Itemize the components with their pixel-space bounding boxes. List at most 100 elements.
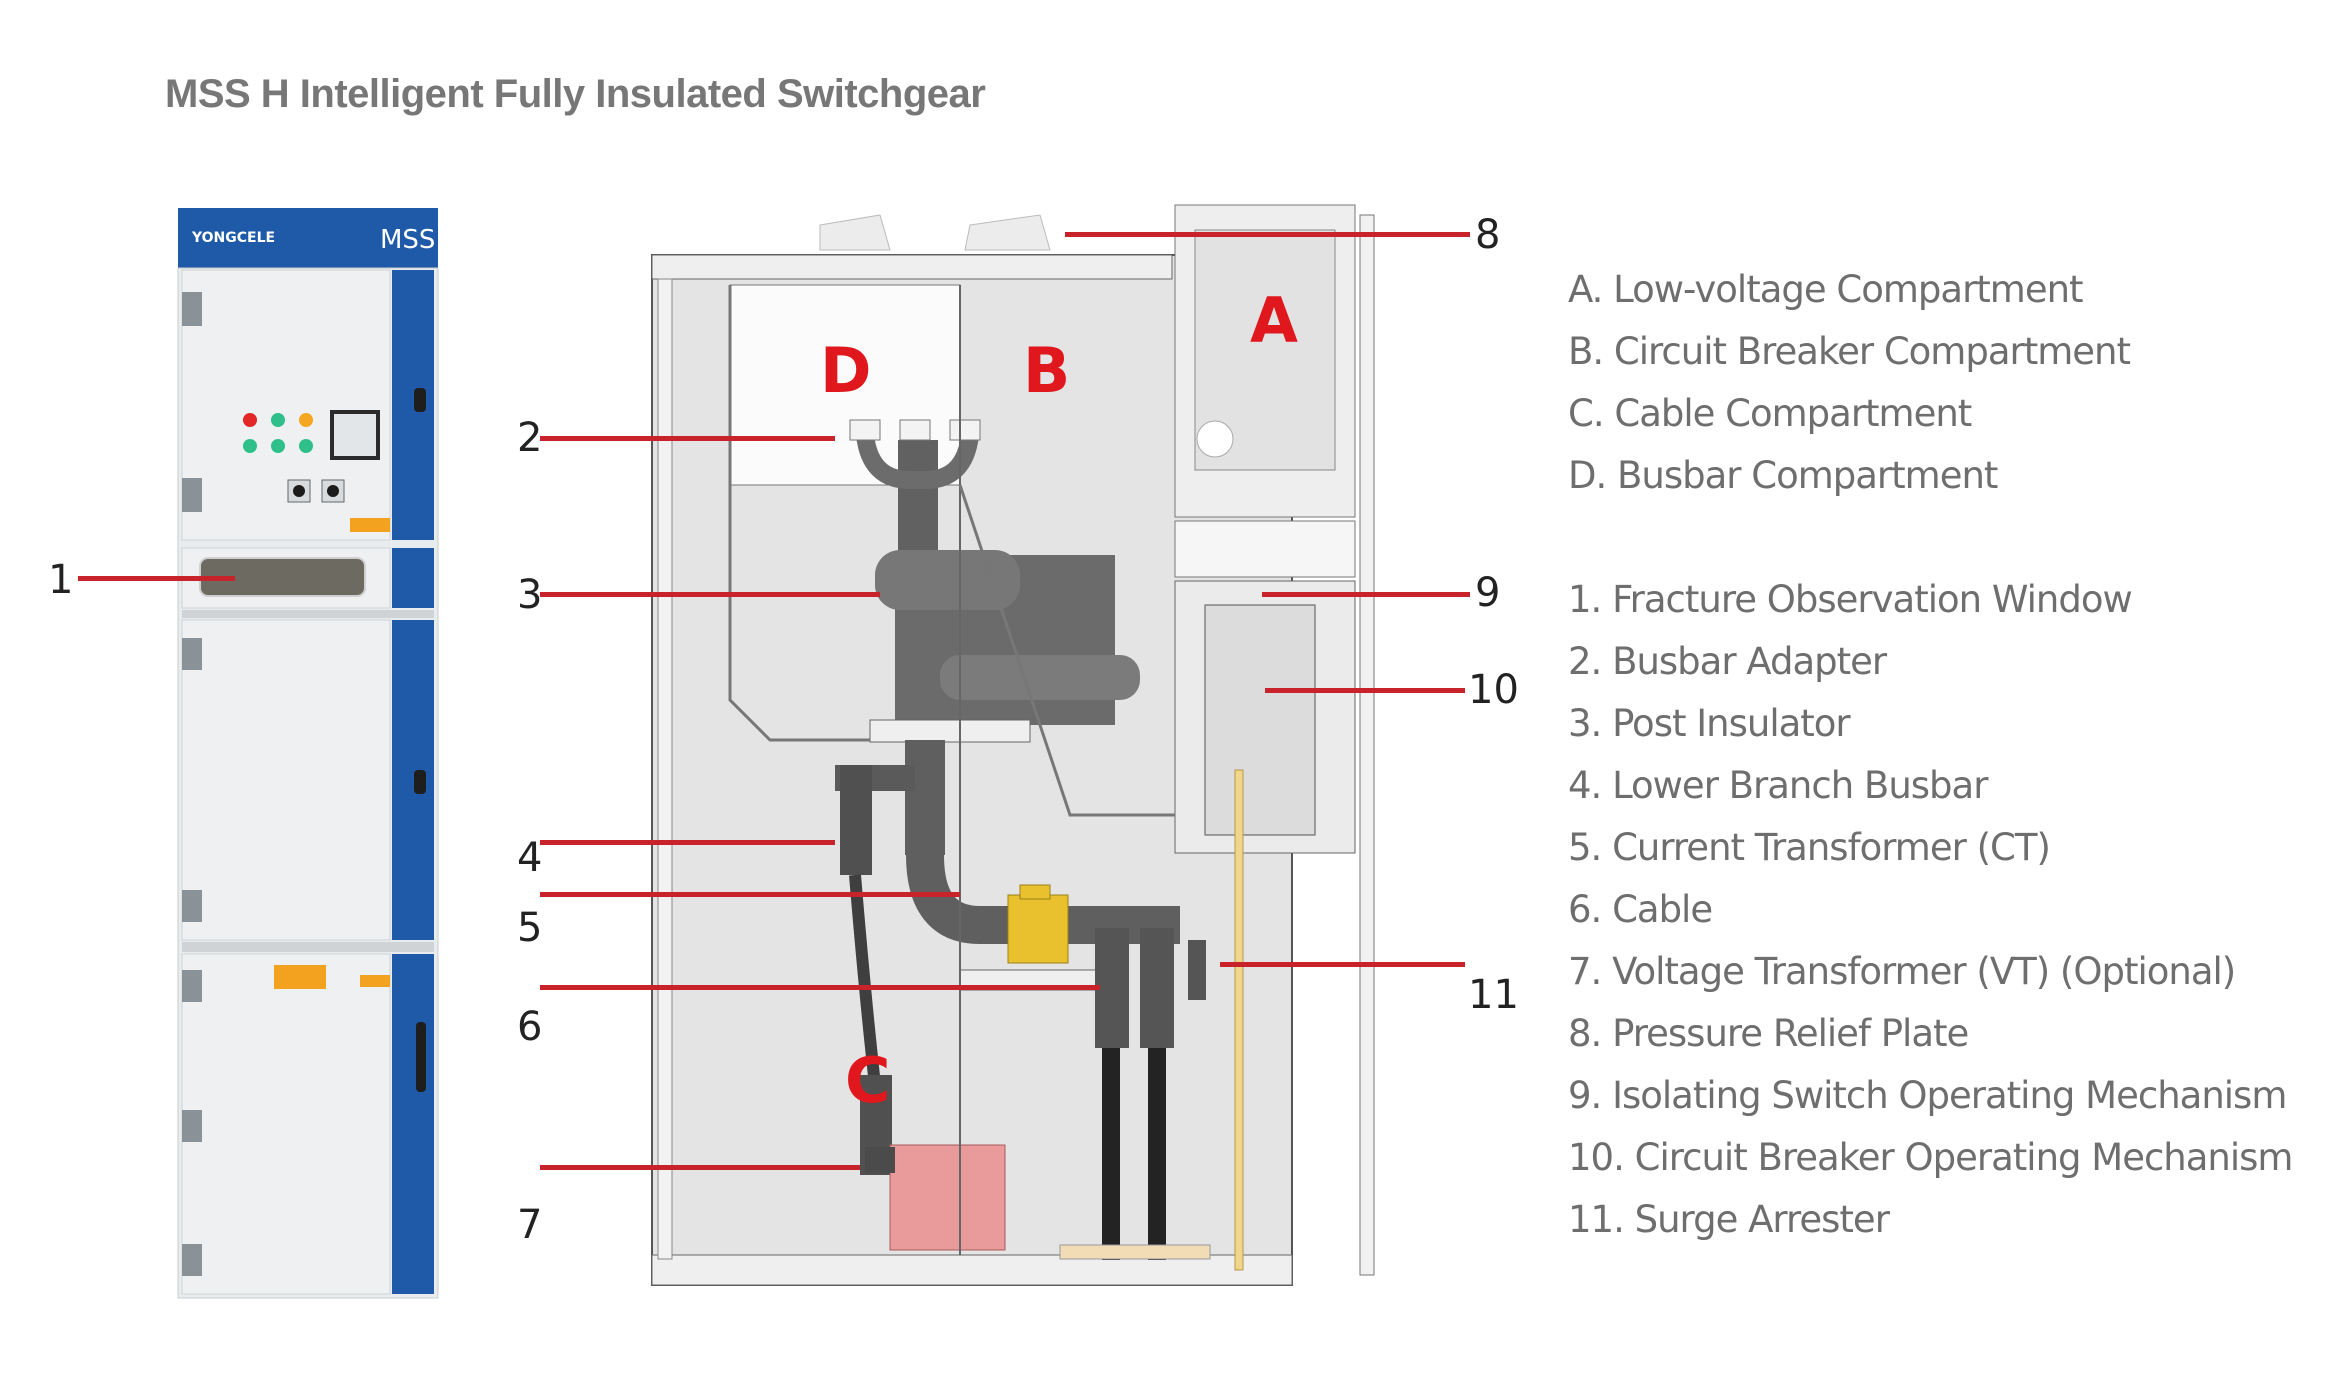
leader-line-10 bbox=[1265, 688, 1465, 693]
cable-clamp bbox=[1059, 1244, 1211, 1260]
indicator-lamp-green bbox=[271, 413, 285, 427]
callout-7: 7 bbox=[517, 1202, 543, 1248]
bottom-door bbox=[181, 953, 391, 1295]
lower-branch-busbar bbox=[906, 854, 1180, 944]
zone-label-d: D bbox=[820, 334, 872, 407]
pressure-relief-plate bbox=[964, 214, 1051, 251]
warning-label bbox=[274, 965, 326, 989]
callout-10: 10 bbox=[1468, 667, 1519, 713]
lower-branch-busbar-vertical bbox=[905, 740, 945, 855]
callout-5: 5 bbox=[517, 905, 543, 951]
legend-component-1: 1. Fracture Observation Window bbox=[1568, 578, 2133, 621]
switchgear-cabinet-photo: YONGCELE MSS bbox=[177, 208, 439, 1299]
legend-component-8: 8. Pressure Relief Plate bbox=[1568, 1012, 1969, 1055]
busbar-terminal bbox=[949, 419, 981, 441]
rail bbox=[182, 610, 434, 618]
leader-line-7 bbox=[540, 1165, 860, 1170]
callout-2: 2 bbox=[517, 415, 543, 461]
cable bbox=[1102, 1048, 1120, 1260]
window-blue-strip bbox=[392, 548, 434, 608]
hinge bbox=[182, 292, 202, 326]
cable-hole bbox=[1196, 420, 1234, 458]
legend-compartment-b: B. Circuit Breaker Compartment bbox=[1568, 330, 2131, 373]
callout-11: 11 bbox=[1468, 972, 1519, 1018]
leader-line-8 bbox=[1065, 232, 1470, 237]
legend-component-2: 2. Busbar Adapter bbox=[1568, 640, 1887, 683]
selector-switch-knob bbox=[293, 485, 305, 497]
switchgear-cross-section-diagram bbox=[651, 204, 1375, 1286]
leader-line-3 bbox=[540, 592, 880, 597]
breaker-compartment-partition bbox=[958, 484, 1175, 817]
right-side-rail bbox=[1359, 214, 1375, 1276]
vt-cable-termination bbox=[840, 765, 872, 875]
indicator-lamp-red bbox=[243, 413, 257, 427]
zone-label-a: A bbox=[1250, 284, 1298, 357]
zone-label-c: C bbox=[845, 1044, 891, 1117]
indicator-lamp-green bbox=[271, 439, 285, 453]
busbar-compartment-partition bbox=[728, 285, 870, 742]
leader-line-6 bbox=[540, 985, 1100, 990]
hinge bbox=[182, 478, 202, 512]
left-side-rail bbox=[657, 278, 673, 1260]
callout-4: 4 bbox=[517, 835, 543, 881]
leader-line-5 bbox=[540, 892, 960, 897]
busbar-terminal bbox=[899, 419, 931, 441]
middle-door-blue-strip bbox=[392, 620, 434, 940]
lower-insulator bbox=[940, 655, 1140, 700]
leader-line-11 bbox=[1220, 962, 1465, 967]
legend-component-4: 4. Lower Branch Busbar bbox=[1568, 764, 1988, 807]
cable-termination bbox=[1095, 928, 1129, 1048]
bottom-frame-rail bbox=[651, 1254, 1293, 1286]
callout-9: 9 bbox=[1475, 570, 1501, 616]
middle-door bbox=[181, 619, 391, 941]
page-title: MSS H Intelligent Fully Insulated Switch… bbox=[165, 72, 986, 116]
callout-1: 1 bbox=[48, 557, 74, 603]
legend-compartment-c: C. Cable Compartment bbox=[1568, 392, 1972, 435]
divider-plate bbox=[1174, 520, 1356, 578]
hinge bbox=[182, 970, 202, 1002]
earthing-bar bbox=[1234, 769, 1244, 1271]
selector-switch-knob bbox=[327, 485, 339, 497]
legend-component-9: 9. Isolating Switch Operating Mechanism bbox=[1568, 1074, 2287, 1117]
callout-6: 6 bbox=[517, 1004, 543, 1050]
rail bbox=[182, 942, 434, 952]
middle-door-handle bbox=[414, 770, 426, 794]
bottom-door-handle bbox=[416, 1022, 426, 1092]
zone-label-b: B bbox=[1023, 334, 1071, 407]
pressure-relief-plate bbox=[819, 214, 891, 251]
warning-label bbox=[360, 975, 390, 987]
legend-component-7: 7. Voltage Transformer (VT) (Optional) bbox=[1568, 950, 2236, 993]
legend-component-6: 6. Cable bbox=[1568, 888, 1713, 931]
legend-component-11: 11. Surge Arrester bbox=[1568, 1198, 1890, 1241]
legend-component-3: 3. Post Insulator bbox=[1568, 702, 1851, 745]
callout-3: 3 bbox=[517, 572, 543, 618]
callout-8: 8 bbox=[1475, 212, 1501, 258]
lv-door bbox=[181, 269, 391, 541]
legend-component-5: 5. Current Transformer (CT) bbox=[1568, 826, 2051, 869]
warning-label bbox=[350, 518, 390, 532]
cabinet-brand-logo: YONGCELE bbox=[191, 230, 275, 246]
vt-elbow bbox=[865, 1147, 895, 1173]
legend-compartment-a: A. Low-voltage Compartment bbox=[1568, 268, 2084, 311]
indicator-lamp-green bbox=[243, 439, 257, 453]
lv-door-handle bbox=[414, 388, 426, 412]
busbar-adapter-arms bbox=[856, 433, 979, 489]
cabinet-model-label: MSS bbox=[380, 225, 435, 255]
hinge bbox=[182, 1244, 202, 1276]
hinge bbox=[182, 638, 202, 670]
lv-door-blue-strip bbox=[392, 270, 434, 540]
leader-line-9 bbox=[1262, 592, 1470, 597]
surge-arrester bbox=[1188, 940, 1206, 1000]
cable-termination bbox=[1140, 928, 1174, 1048]
leader-line-1 bbox=[78, 576, 235, 581]
support-bracket bbox=[869, 719, 1031, 743]
busbar-terminal bbox=[849, 419, 881, 441]
cabinet-header bbox=[178, 208, 438, 268]
current-transformer-top bbox=[1019, 884, 1051, 900]
top-frame-rail bbox=[651, 254, 1173, 280]
leader-line-4 bbox=[540, 840, 835, 845]
bottom-door-blue-strip bbox=[392, 954, 434, 1294]
cable bbox=[1148, 1048, 1166, 1260]
legend-compartment-d: D. Busbar Compartment bbox=[1568, 454, 1998, 497]
relay-keypad-face bbox=[334, 414, 376, 456]
